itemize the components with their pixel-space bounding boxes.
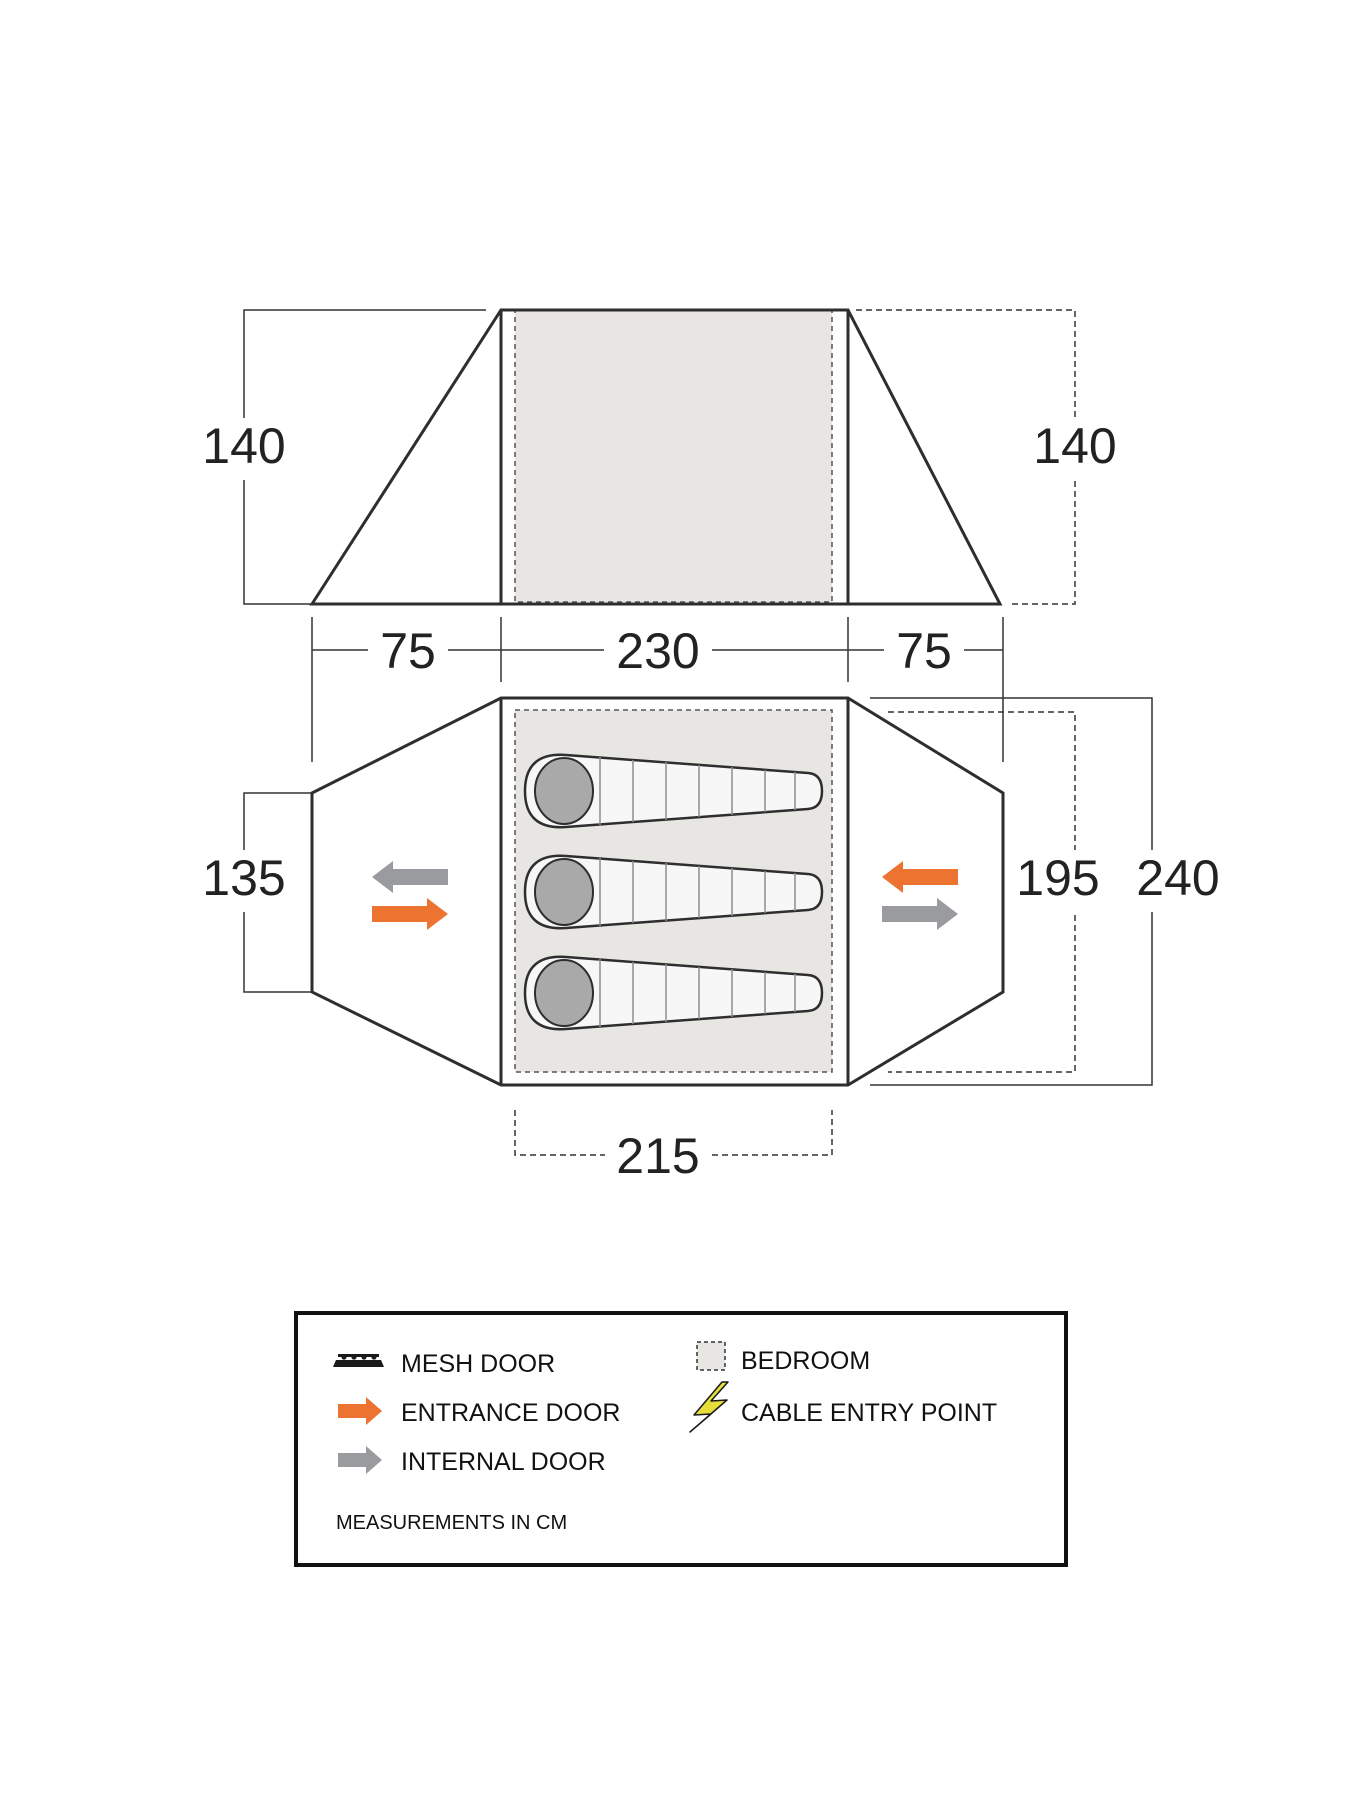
right-door-arrows bbox=[882, 861, 958, 930]
internal-arrow-icon bbox=[338, 1446, 382, 1474]
height-right-label: 140 bbox=[1033, 418, 1116, 474]
porch-width-label: 135 bbox=[202, 850, 285, 906]
bedroom-width-label: 195 bbox=[1016, 850, 1099, 906]
mesh-door-icon bbox=[333, 1354, 384, 1367]
legend-item-cable-entry: CABLE ENTRY POINT bbox=[689, 1381, 997, 1433]
sleeping-bag bbox=[523, 753, 824, 829]
side-elevation: 140 140 bbox=[196, 308, 1123, 606]
internal-door-arrow bbox=[372, 861, 448, 893]
sleeping-bag bbox=[523, 854, 824, 930]
legend-measurement-note: MEASUREMENTS IN CM bbox=[336, 1512, 567, 1534]
legend-item-mesh-door: MESH DOOR bbox=[333, 1350, 555, 1378]
sleeping-bags bbox=[523, 753, 824, 1031]
entrance-arrow-icon bbox=[338, 1397, 382, 1425]
legend-mesh-door-label: MESH DOOR bbox=[401, 1350, 555, 1378]
legend-cable-entry-label: CABLE ENTRY POINT bbox=[741, 1399, 997, 1427]
legend-internal-door-label: INTERNAL DOOR bbox=[401, 1448, 606, 1476]
legend-entrance-door-label: ENTRANCE DOOR bbox=[401, 1399, 620, 1427]
legend-bedroom-label: BEDROOM bbox=[741, 1347, 870, 1375]
porch-right-length-label: 75 bbox=[896, 623, 952, 679]
legend-box: MESH DOOR ENTRANCE DOOR INTERNAL DOOR ME… bbox=[294, 1311, 1068, 1567]
bedroom-length-label: 215 bbox=[616, 1128, 699, 1184]
floor-plan: 135 195 240 215 bbox=[196, 696, 1230, 1184]
bedroom-icon bbox=[696, 1341, 726, 1371]
sleeping-bag bbox=[523, 955, 824, 1031]
overall-width-label: 240 bbox=[1136, 850, 1219, 906]
center-length-label: 230 bbox=[616, 623, 699, 679]
entrance-door-arrow bbox=[372, 898, 448, 930]
left-door-arrows bbox=[372, 861, 448, 930]
elevation-bedroom-outline bbox=[514, 309, 833, 603]
bedroom-width-bracket bbox=[888, 711, 1076, 1073]
internal-door-arrow bbox=[882, 898, 958, 930]
length-dimensions: 75 230 75 bbox=[311, 617, 1004, 762]
entrance-door-arrow bbox=[882, 861, 958, 893]
legend-item-internal-door: INTERNAL DOOR bbox=[338, 1446, 606, 1476]
legend-item-bedroom: BEDROOM bbox=[696, 1341, 870, 1375]
height-left-label: 140 bbox=[202, 418, 285, 474]
floor-outline bbox=[310, 696, 1005, 1087]
porch-left-length-label: 75 bbox=[380, 623, 436, 679]
bedroom-length-bracket-right bbox=[712, 1110, 833, 1156]
bedroom-outline bbox=[514, 709, 833, 1073]
legend-border bbox=[294, 1311, 1068, 1567]
bedroom-length-bracket-left bbox=[514, 1110, 605, 1156]
legend-item-entrance-door: ENTRANCE DOOR bbox=[338, 1397, 620, 1427]
elevation-bedroom-fill bbox=[515, 310, 832, 602]
lightning-icon bbox=[689, 1381, 729, 1433]
